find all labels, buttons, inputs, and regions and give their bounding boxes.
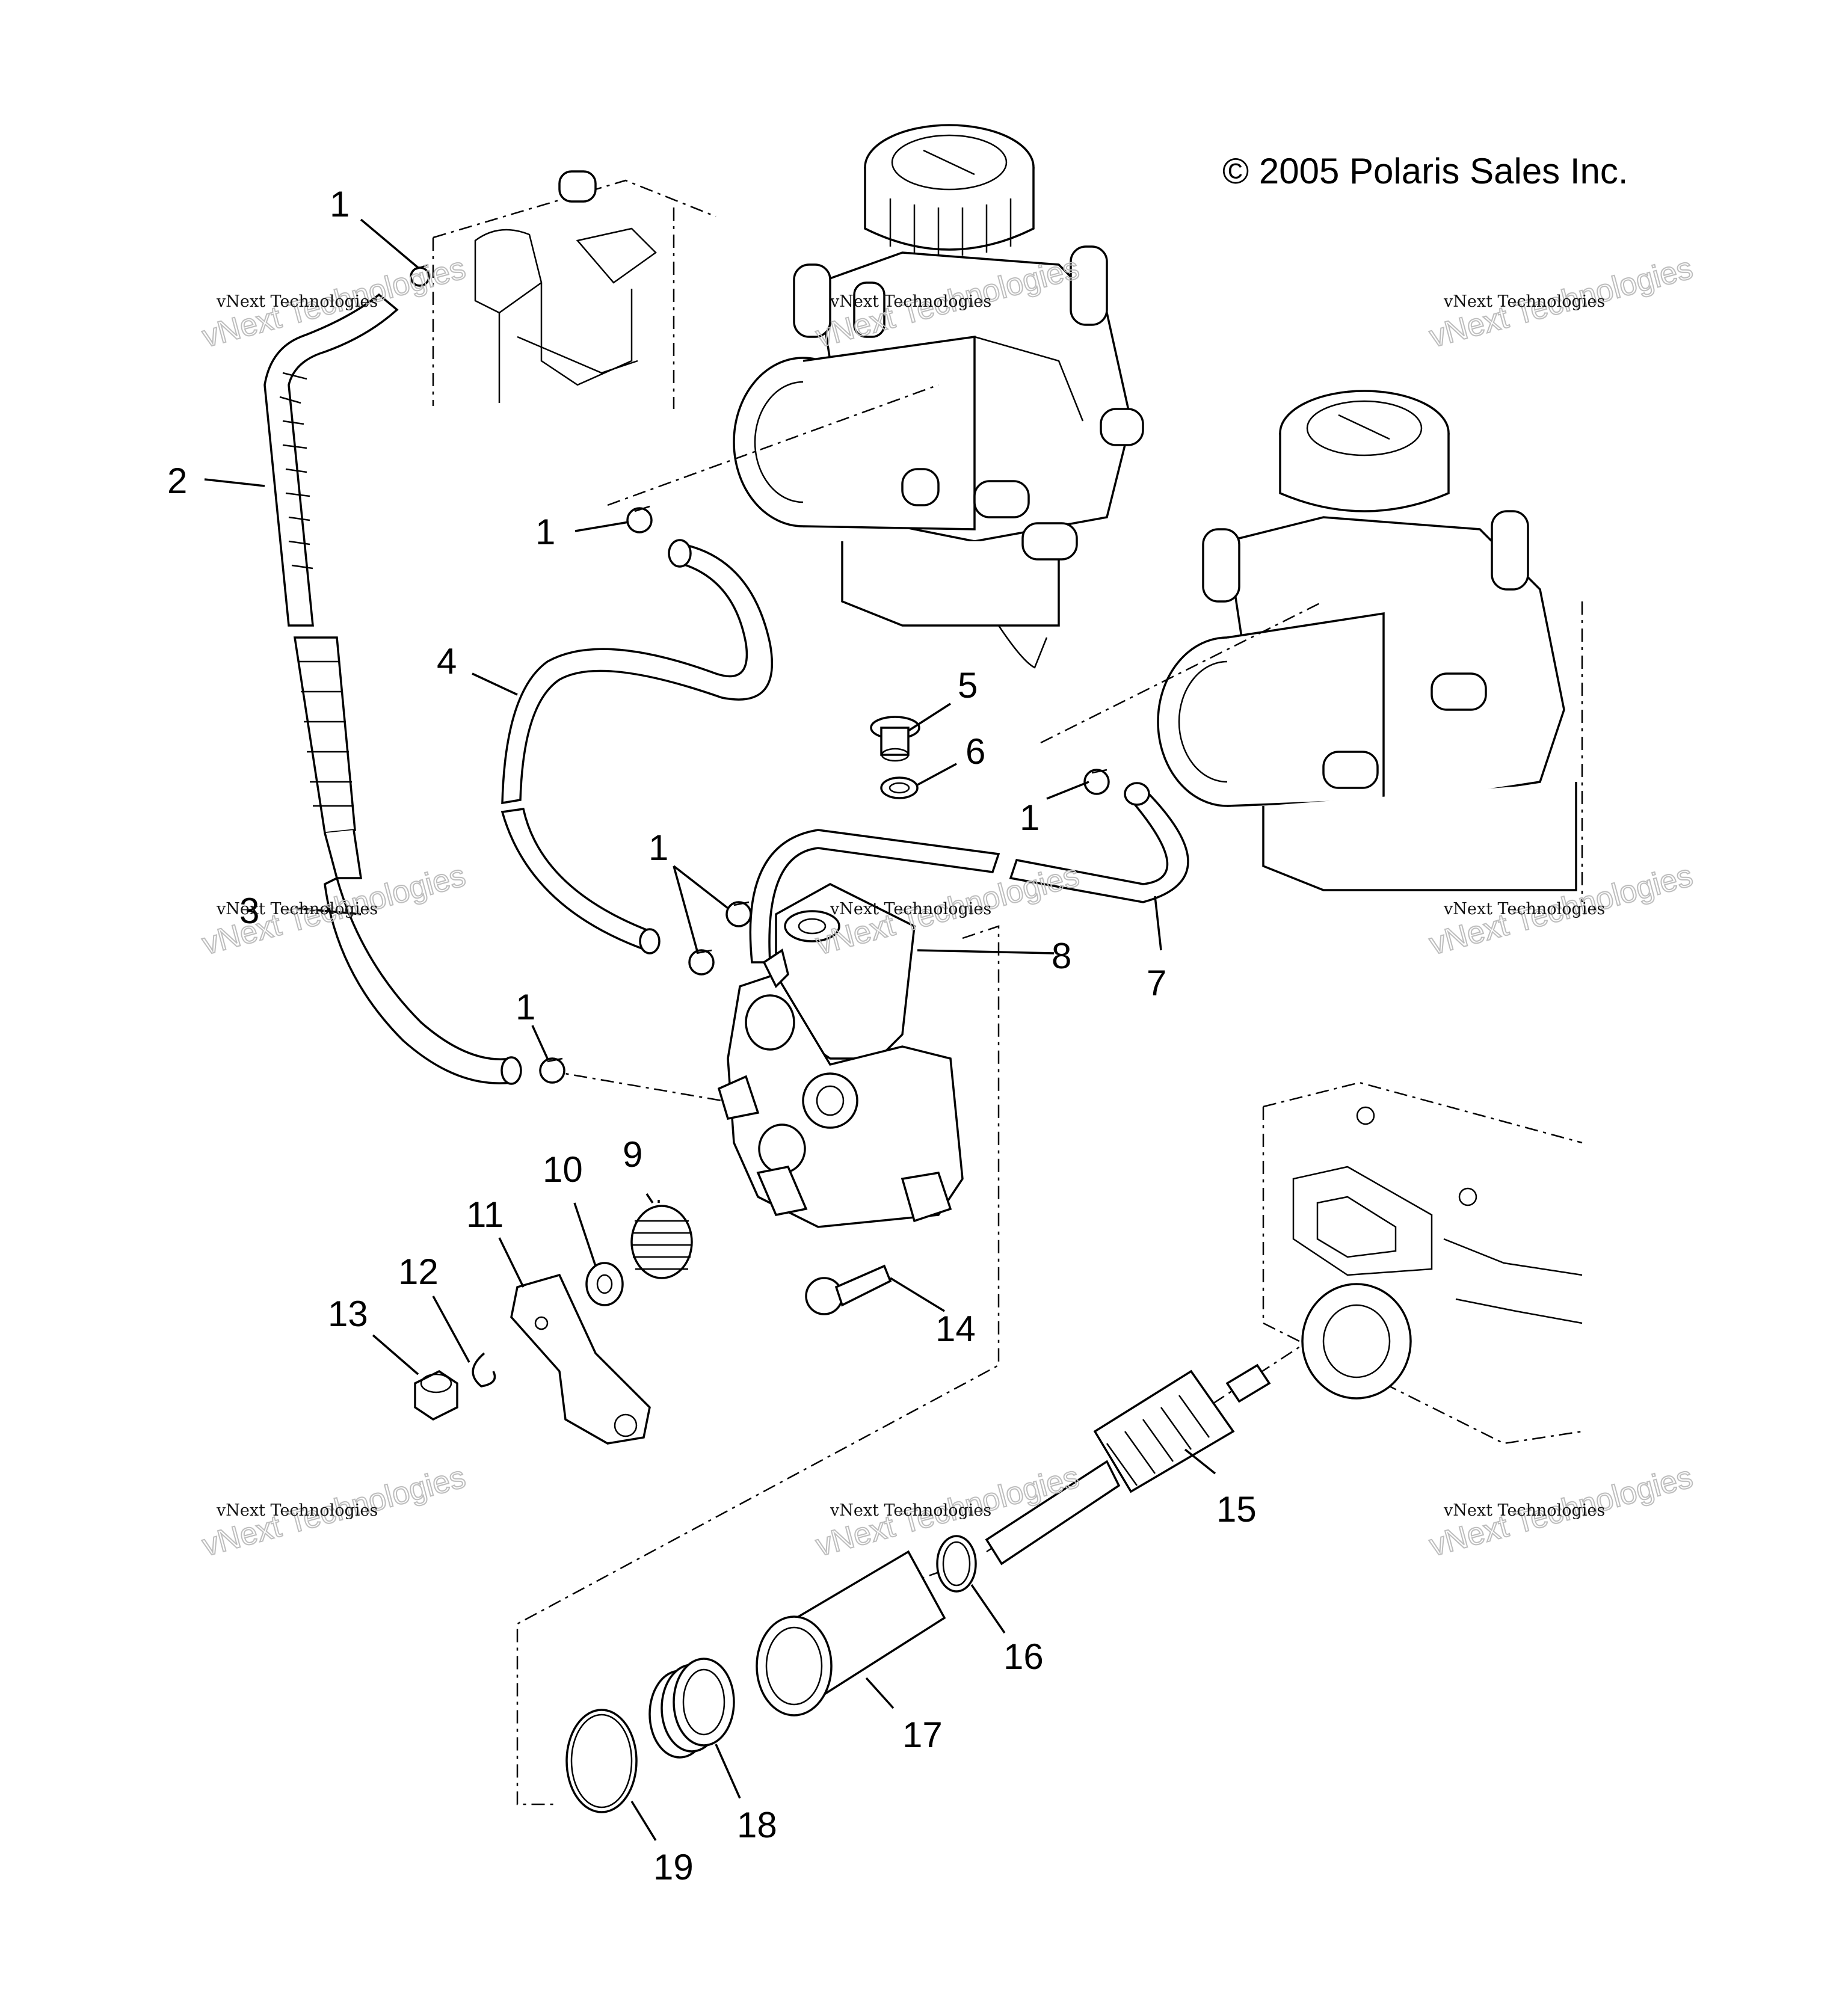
callout-9: 9 [623,1134,642,1175]
clip-icon [1083,769,1110,795]
washer-6 [880,776,919,799]
callout-1: 1 [1020,798,1040,838]
callout-14: 14 [935,1309,976,1349]
clip-ring-12 [472,1352,496,1388]
callout-1: 1 [648,828,668,868]
fitting-5 [870,716,920,762]
lever-11 [510,1273,651,1445]
carburetor-upper [733,124,1144,669]
bolt-14 [805,1264,892,1315]
svg-text:vNext Technologies: vNext Technologies [1443,900,1605,918]
watermark: vNext Technologies vNext Technologies [1425,1459,1697,1564]
nut-13 [414,1369,458,1421]
callout-2: 2 [167,461,187,501]
clip-icon [539,1057,565,1084]
svg-text:vNext Technologies: vNext Technologies [216,900,378,918]
clip-icon [688,949,715,976]
drive-gear-15 [985,1363,1271,1566]
carburetor-lower [1157,390,1583,902]
engine-block-lower [1262,1081,1583,1445]
callout-labels: 1 2 1 4 5 6 1 1 8 3 7 1 9 10 11 12 13 14… [167,184,1257,1887]
callout-1: 1 [330,184,350,224]
hose-2-wrapped [263,293,522,1085]
svg-text:vNext Technologies: vNext Technologies [216,292,378,311]
sleeve-17 [756,1550,946,1716]
copyright-text: © 2005 Polaris Sales Inc. [1222,151,1628,191]
clip-parts [410,263,1110,1084]
callout-13: 13 [328,1294,368,1334]
callout-5: 5 [958,665,978,705]
callout-10: 10 [543,1149,583,1190]
hose-7 [749,782,1189,964]
callout-17: 17 [902,1715,943,1755]
svg-text:vNext Technologies: vNext Technologies [830,1501,991,1520]
callout-15: 15 [1216,1489,1257,1529]
callout-8: 8 [1052,936,1071,976]
svg-text:vNext Technologies: vNext Technologies [1443,292,1605,311]
callout-7: 7 [1147,963,1166,1003]
callout-1: 1 [535,512,555,552]
watermark: vNext Technologies vNext Technologies [198,1459,470,1564]
watermark: vNext Technologies vNext Technologies [1425,250,1697,355]
callout-16: 16 [1003,1637,1044,1677]
clip-icon [626,505,653,533]
callout-3: 3 [239,891,259,931]
callout-6: 6 [966,731,985,772]
engine-case-top [432,170,716,409]
oil-pump [717,883,964,1228]
spring-18 [648,1658,735,1759]
spring-9 [630,1205,693,1279]
callout-12: 12 [398,1252,439,1292]
callout-19: 19 [653,1847,694,1887]
callout-18: 18 [737,1805,777,1845]
oring-16 [936,1535,977,1593]
clip-icon [725,901,752,927]
watermark: vNext Technologies vNext Technologies [198,858,470,962]
svg-text:vNext Technologies: vNext Technologies [830,292,991,311]
leader-lines [204,218,1216,1841]
hose-4 [500,539,774,954]
callout-11: 11 [466,1194,504,1235]
svg-text:vNext Technologies: vNext Technologies [216,1501,378,1520]
watermark: vNext Technologies vNext Technologies [812,858,1083,962]
washer-10 [585,1262,624,1306]
oring-19 [565,1709,638,1813]
clip-icon [410,263,430,287]
svg-text:vNext Technologies: vNext Technologies [1443,1501,1605,1520]
callout-1: 1 [516,987,535,1027]
svg-text:vNext Technologies: vNext Technologies [830,900,991,918]
callout-4: 4 [437,641,457,681]
